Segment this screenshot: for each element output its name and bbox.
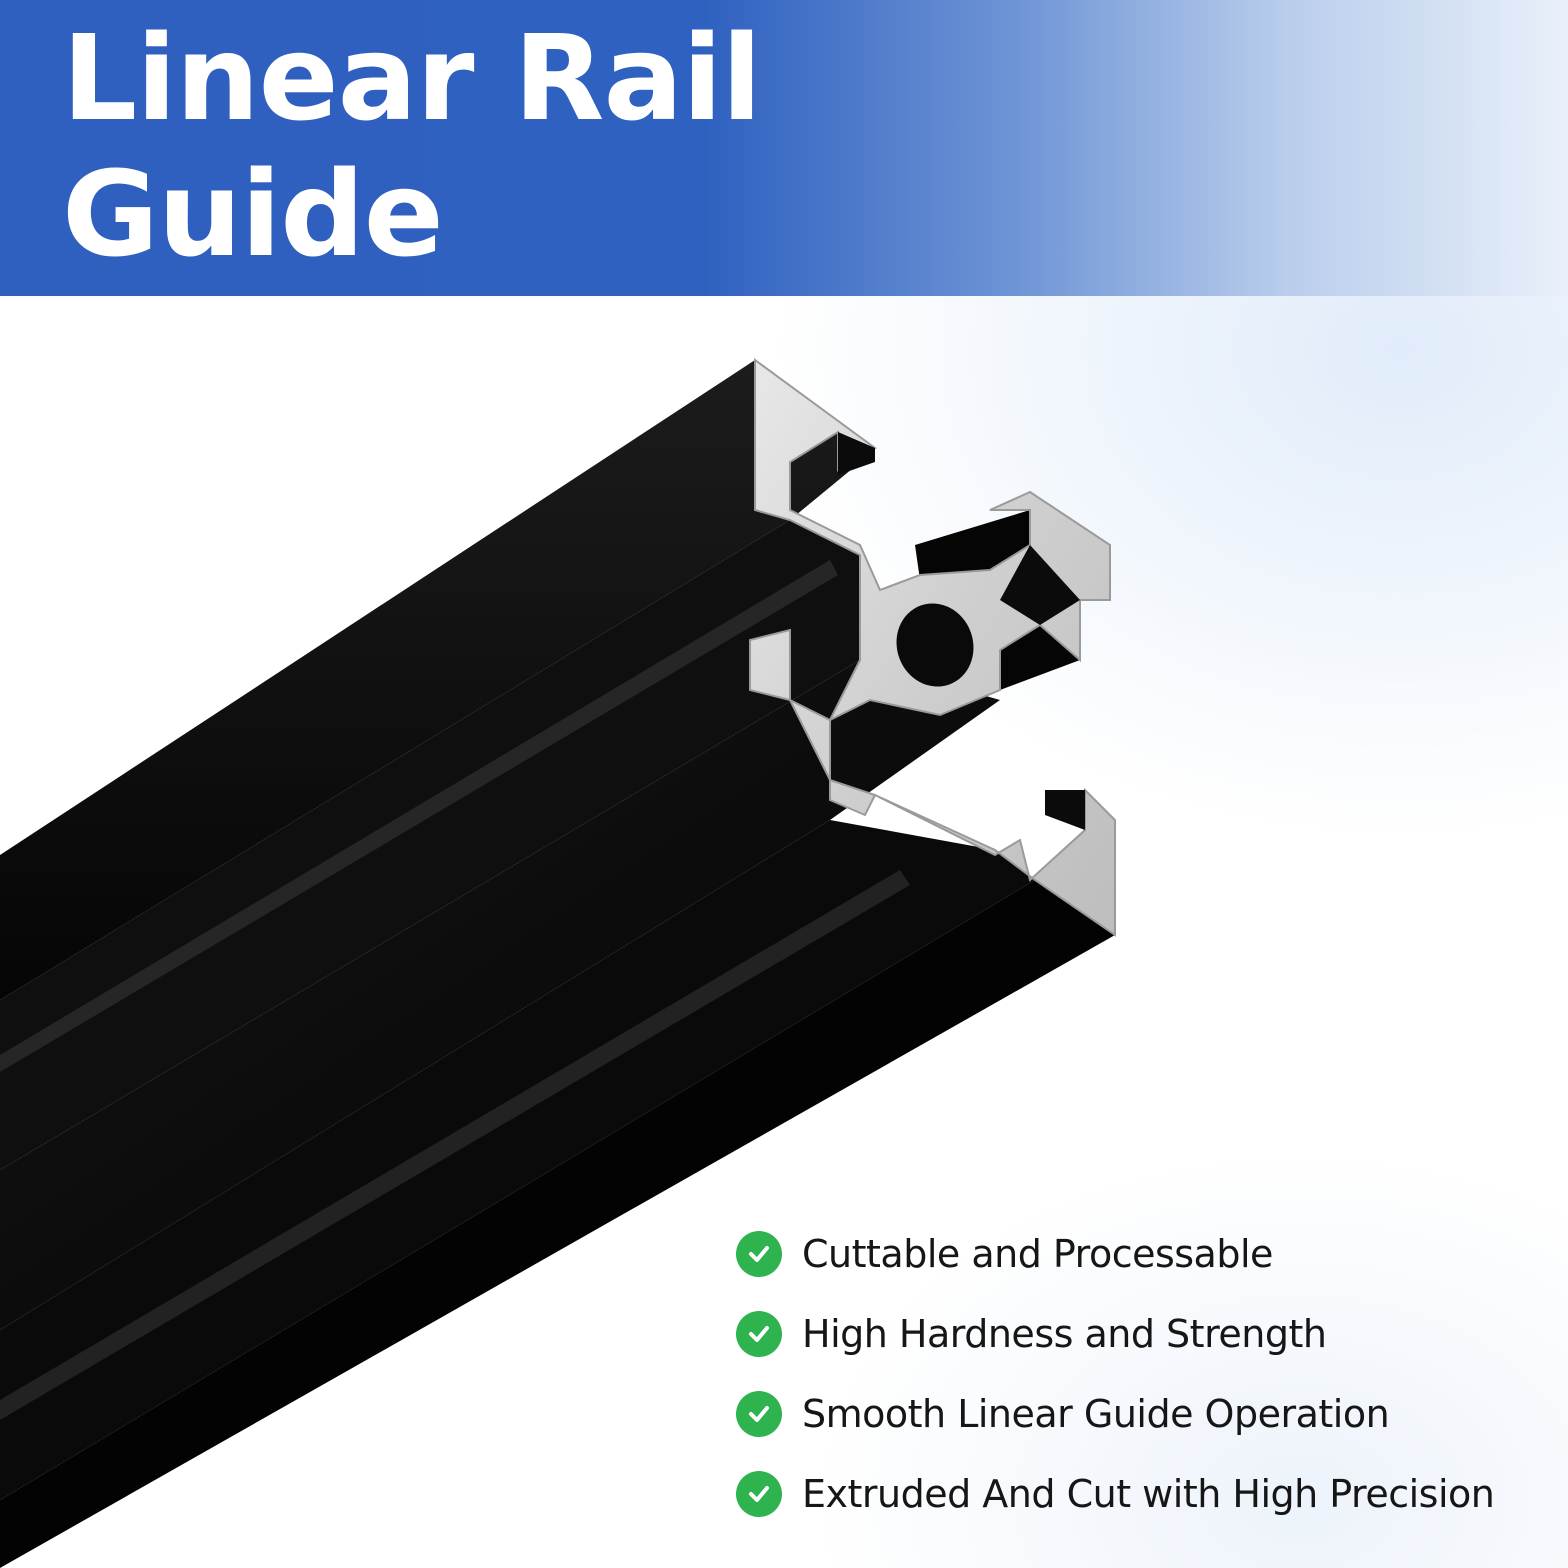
list-item: High Hardness and Strength <box>736 1294 1556 1374</box>
bottom-groove <box>0 820 1035 1500</box>
feature-label: Cuttable and Processable <box>802 1232 1273 1276</box>
check-circle-icon <box>736 1231 782 1277</box>
check-circle-icon <box>736 1311 782 1357</box>
top-groove-highlight <box>0 560 838 1072</box>
list-item: Extruded And Cut with High Precision <box>736 1454 1556 1534</box>
check-circle-icon <box>736 1471 782 1517</box>
feature-list: Cuttable and Processable High Hardness a… <box>736 1214 1556 1534</box>
bottom-face <box>0 880 1115 1568</box>
bottom-groove-highlight <box>0 870 910 1420</box>
title-banner: Linear Rail Guide <box>0 0 1568 296</box>
check-circle-icon <box>736 1391 782 1437</box>
center-hole <box>896 603 974 687</box>
right-notch <box>1000 545 1080 625</box>
product-image <box>0 358 1116 1568</box>
extrusion-body <box>0 360 1115 1568</box>
page-title: Linear Rail Guide <box>62 9 762 283</box>
front-face-upper <box>0 660 1000 1330</box>
title-line-1: Linear Rail <box>62 9 762 147</box>
list-item: Smooth Linear Guide Operation <box>736 1374 1556 1454</box>
list-item: Cuttable and Processable <box>736 1214 1556 1294</box>
title-line-2: Guide <box>62 145 444 283</box>
feature-label: High Hardness and Strength <box>802 1312 1327 1356</box>
top-face <box>0 360 875 1000</box>
upper-left-notch <box>838 432 875 475</box>
lower-notch <box>1045 790 1085 830</box>
cut-end-profile <box>749 358 1116 937</box>
feature-label: Smooth Linear Guide Operation <box>802 1392 1390 1436</box>
feature-label: Extruded And Cut with High Precision <box>802 1472 1495 1516</box>
